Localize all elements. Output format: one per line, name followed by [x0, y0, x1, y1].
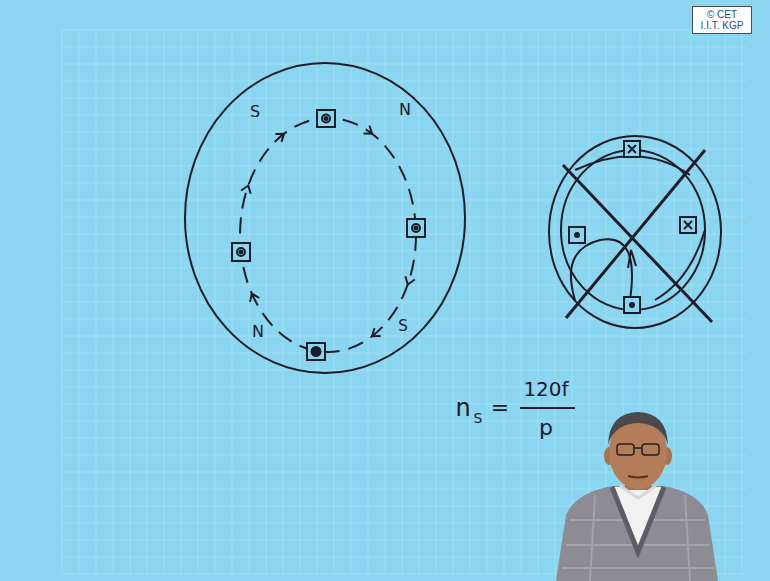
grid-line: [62, 183, 746, 184]
stator-large: [185, 63, 465, 373]
flux-arrow: [363, 125, 372, 133]
grid-line: [62, 387, 746, 388]
slot-dot: [240, 251, 243, 254]
pole-label: S: [250, 104, 260, 120]
grid-line: [62, 200, 746, 201]
lecturer: [556, 412, 718, 581]
slot-dot: [415, 227, 418, 230]
flux-arrow: [250, 294, 259, 302]
glasses: [634, 447, 642, 449]
glasses: [642, 444, 659, 455]
formula-symbol: n: [455, 396, 470, 420]
formula-denominator: p: [539, 417, 553, 439]
logo-text: © CET I.I.T. KGP: [697, 9, 747, 31]
slot: [307, 343, 325, 360]
grid-line: [62, 64, 746, 65]
flux-arrow: [405, 276, 414, 284]
fraction-bar: [520, 407, 575, 409]
cross-out: [563, 165, 712, 322]
slot: [407, 219, 425, 237]
slot: [624, 141, 640, 157]
slot-dot: [630, 303, 634, 307]
grid-line: [62, 234, 746, 235]
glasses: [617, 444, 634, 455]
slot-dot: [322, 115, 330, 123]
slot-cross: [312, 347, 321, 356]
stator-outline: [185, 63, 465, 373]
flux-line: [575, 156, 690, 175]
pole-label: N: [399, 102, 411, 118]
grid-line: [62, 353, 746, 354]
formula-subscript: S: [474, 411, 483, 425]
grid-line: [62, 268, 746, 269]
slot-cross: [628, 145, 636, 153]
cross-out: [566, 150, 705, 318]
grid-line: [62, 98, 746, 99]
flux-arrow: [372, 328, 381, 336]
pole-label: S: [398, 319, 408, 334]
pole-label: N: [252, 324, 264, 340]
flux-arrow: [275, 134, 284, 142]
grid-line: [62, 166, 746, 167]
sweater: [556, 486, 718, 581]
flux-ring: [240, 118, 416, 352]
slot: [624, 297, 640, 313]
slot: [232, 243, 250, 261]
slot-dot: [412, 224, 420, 232]
grid-line: [62, 285, 746, 286]
mouth: [628, 476, 648, 478]
flux-arrow: [241, 186, 250, 194]
shirt: [614, 487, 662, 548]
formula-equals: =: [491, 397, 509, 419]
arrow-mark: [628, 250, 636, 268]
slot: [317, 110, 335, 127]
slots-large: [232, 110, 425, 360]
stator-small: [549, 136, 721, 328]
slot-dot: [575, 233, 579, 237]
grid-line: [62, 370, 746, 371]
slot-dot: [237, 248, 245, 256]
grid: [62, 30, 746, 574]
slot: [680, 217, 696, 233]
grid-line: [62, 30, 746, 31]
grid-line: [62, 336, 746, 337]
slot-dot: [325, 117, 328, 120]
stator-outline: [549, 136, 721, 328]
grid-line: [62, 302, 746, 303]
slots-small: [569, 141, 696, 313]
grid-line: [62, 132, 746, 133]
grid-line: [62, 81, 746, 82]
formula-numerator: 120f: [523, 379, 568, 399]
grid-line: [62, 217, 746, 218]
slot: [569, 227, 585, 243]
hair: [608, 412, 668, 445]
sweater-neck: [612, 487, 664, 552]
slot-cross: [684, 221, 692, 229]
flux-arrows: [241, 125, 415, 336]
grid-line: [62, 404, 746, 405]
grid-line: [62, 47, 746, 48]
logo-box: © CET I.I.T. KGP: [692, 6, 752, 34]
grid-line: [62, 149, 746, 150]
